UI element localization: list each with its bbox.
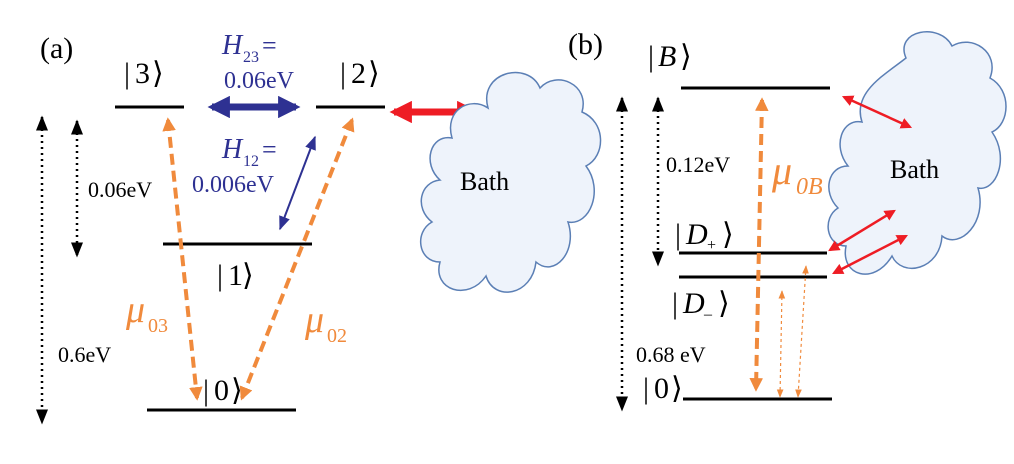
ket-2-label: 2 xyxy=(351,57,366,90)
svg-text:|: | xyxy=(217,259,223,292)
mu0B-subscript: 0B xyxy=(796,174,823,200)
ket-D-minus: | D – ⟩ xyxy=(672,287,730,323)
h23-value: 0.06eV xyxy=(224,68,295,94)
ket-2: | 2 ⟩ xyxy=(340,57,380,90)
mu02-label: μ 02 xyxy=(304,299,347,347)
ket-D-minus-subscript: – xyxy=(703,306,713,323)
h23-equals: = xyxy=(262,31,277,60)
mu02-subscript: 02 xyxy=(327,325,347,347)
mu-D-plus-arrow xyxy=(795,265,809,398)
panel-a-label: (a) xyxy=(40,32,73,65)
svg-text:|: | xyxy=(675,218,681,251)
h23-subscript: 23 xyxy=(243,49,259,66)
ket-3: | 3 ⟩ xyxy=(124,57,164,90)
bath-cloud-b: Bath xyxy=(827,31,1007,275)
svg-text:|: | xyxy=(203,374,209,407)
bath-cloud-a: Bath xyxy=(419,71,602,293)
h12-symbol: H xyxy=(221,134,244,165)
svg-text:|: | xyxy=(124,57,130,90)
mu03-arrow xyxy=(162,117,203,401)
mu03-subscript: 03 xyxy=(148,315,168,337)
svg-text:|: | xyxy=(643,372,649,405)
svg-text:⟩: ⟩ xyxy=(368,57,380,90)
svg-text:⟩: ⟩ xyxy=(671,372,683,405)
panel-b: (b) | B ⟩ | D + ⟩ | D – ⟩ | 0 ⟩ xyxy=(568,28,1007,412)
mu-D-minus-arrow xyxy=(776,290,786,398)
h12-equals: = xyxy=(262,135,277,164)
mu0B-arrow xyxy=(749,97,769,392)
bath-label-b: Bath xyxy=(890,155,939,184)
h23-label: H 23 = 0.06eV xyxy=(221,30,295,94)
svg-text:⟩: ⟩ xyxy=(242,259,254,292)
ket-3-label: 3 xyxy=(135,57,150,90)
svg-text:|: | xyxy=(648,40,654,73)
svg-text:⟩: ⟩ xyxy=(718,287,730,320)
bath-label-a: Bath xyxy=(460,167,509,196)
bath-coupling-arrow-B xyxy=(841,95,913,129)
h12-label: H 12 = 0.006eV xyxy=(192,134,277,198)
ket-1-label: 1 xyxy=(228,259,243,292)
svg-text:⟩: ⟩ xyxy=(152,57,164,90)
svg-text:⟩: ⟩ xyxy=(722,218,734,251)
h12-value: 0.006eV xyxy=(192,172,275,198)
ket-0: | 0 ⟩ xyxy=(203,374,243,407)
h12-subscript: 12 xyxy=(243,153,259,170)
ket-D-plus-label: D xyxy=(685,218,708,251)
mu0B-symbol: μ xyxy=(771,148,792,193)
svg-text:⟩: ⟩ xyxy=(680,40,692,73)
mu03-symbol: μ xyxy=(125,289,145,331)
ket-D-plus: | D + ⟩ xyxy=(675,218,734,254)
mu02-symbol: μ xyxy=(304,299,324,341)
svg-text:⟩: ⟩ xyxy=(231,374,243,407)
bath-coupling-arrow-D-minus xyxy=(831,234,909,275)
panel-a: (a) | 3 ⟩ | 2 ⟩ | 1 ⟩ | 0 ⟩ H 23 xyxy=(36,30,602,425)
ket-B: | B ⟩ xyxy=(648,40,692,73)
ket-D-plus-subscript: + xyxy=(707,237,716,254)
panel-b-label: (b) xyxy=(568,28,603,61)
gap-small-label-b: 0.12eV xyxy=(666,152,730,177)
h23-symbol: H xyxy=(221,30,244,61)
gap-small-label: 0.06eV xyxy=(88,177,152,202)
ket-D-minus-label: D xyxy=(682,287,705,320)
ket-0-label: 0 xyxy=(214,374,229,407)
ket-1: | 1 ⟩ xyxy=(217,259,254,292)
mu0B-label: μ 0B xyxy=(771,148,823,200)
ket-B-label: B xyxy=(658,40,676,73)
svg-text:|: | xyxy=(672,287,678,320)
gap-large-label: 0.6eV xyxy=(58,342,111,367)
mu03-label: μ 03 xyxy=(125,289,168,337)
gap-large-label-b: 0.68 eV xyxy=(636,342,706,367)
h12-arrow xyxy=(279,135,316,231)
ket-0-b-label: 0 xyxy=(654,372,669,405)
svg-text:|: | xyxy=(340,57,346,90)
ket-0-b: | 0 ⟩ xyxy=(643,372,683,405)
